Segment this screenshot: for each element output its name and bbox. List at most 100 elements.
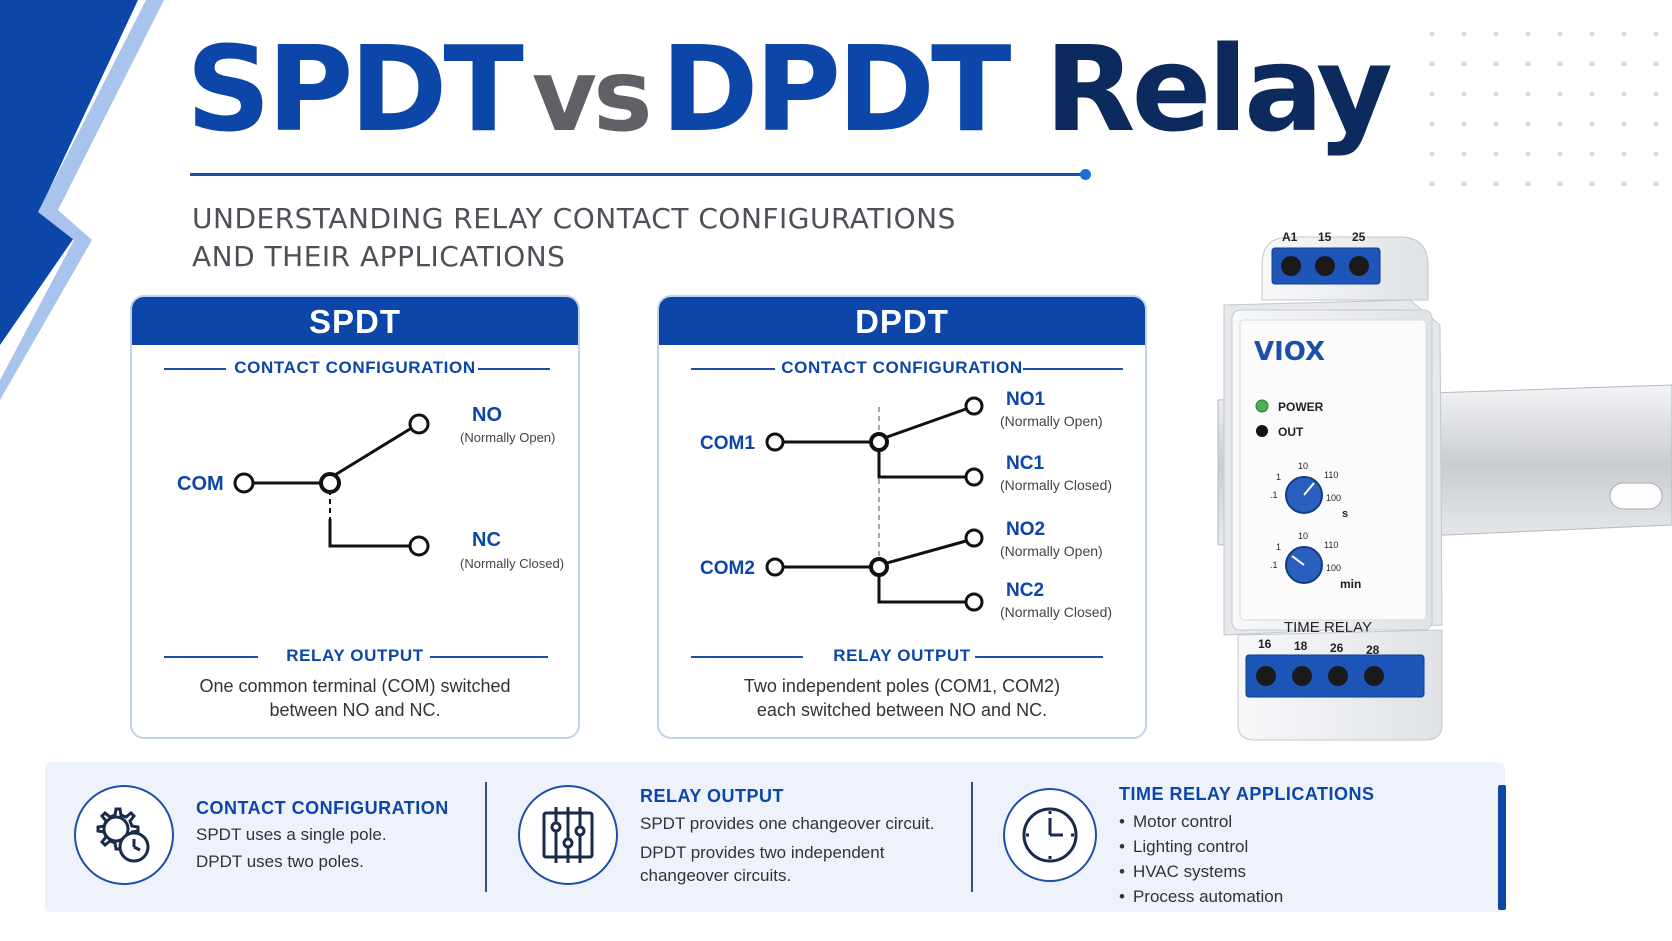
summary-output-line-1: SPDT provides one changeover circuit.	[640, 814, 935, 833]
dpdt-card-header: DPDT	[659, 297, 1145, 345]
spdt-nc-terminal	[408, 535, 430, 557]
dpdt-output-line-2: each switched between NO and NC.	[756, 700, 1048, 720]
decor-dot	[1557, 61, 1563, 67]
decor-dot	[1429, 121, 1435, 127]
title-relay: Relay	[1044, 20, 1393, 158]
title-underline	[190, 173, 1085, 176]
decor-dot	[1557, 181, 1563, 187]
summary-panel-accent	[1498, 785, 1506, 910]
dial2-label-100: 100	[1326, 563, 1341, 573]
spdt-card: SPDT CONTACT CONFIGURATION COM NO (Norma…	[130, 295, 580, 739]
relay-brand: VIOX	[1254, 337, 1325, 367]
dpdt-no2-desc: (Normally Open)	[1000, 543, 1103, 559]
spdt-card-header: SPDT	[132, 297, 578, 345]
decor-dot	[1429, 181, 1435, 187]
dpdt-config-rule-left	[691, 368, 775, 370]
decor-dot	[1589, 151, 1595, 157]
relay-bottom-terminal-block: 16 18 26 28	[1237, 629, 1443, 741]
time-relay-illustration: A1 15 25 VIOX POWER OUT 1 10 110 .1 100 …	[1217, 230, 1672, 741]
title-vs: vs	[531, 37, 653, 154]
dpdt-output-label: RELAY OUTPUT	[833, 646, 971, 665]
dial2-label-10: 10	[1298, 531, 1308, 541]
power-led-label: POWER	[1278, 400, 1324, 414]
out-led-icon	[1256, 425, 1268, 437]
decor-dot	[1525, 31, 1531, 37]
spdt-output-text: One common terminal (COM) switched betwe…	[132, 674, 578, 722]
dpdt-pole2-pivot	[869, 557, 889, 577]
decor-dot	[1589, 61, 1595, 67]
subtitle-line-2: AND THEIR APPLICATIONS	[192, 240, 566, 273]
dot-pattern-decoration	[1429, 31, 1659, 187]
decor-dot	[1461, 151, 1467, 157]
spdt-output-line-1: One common terminal (COM) switched	[199, 676, 511, 696]
dpdt-com1-terminal	[765, 432, 785, 452]
dial1-label-1: 1	[1276, 472, 1281, 482]
decor-dot	[1525, 121, 1531, 127]
decor-dot	[1429, 91, 1435, 97]
spdt-com-label: COM	[177, 473, 224, 495]
dpdt-nc1-label: NC1	[1006, 453, 1044, 474]
decor-dot	[1589, 181, 1595, 187]
spdt-no-label: NO	[472, 404, 502, 426]
decor-dot	[1461, 181, 1467, 187]
list-item: HVAC systems	[1119, 859, 1283, 884]
dpdt-nc1-desc: (Normally Closed)	[1000, 477, 1112, 493]
spdt-switch-arm	[329, 427, 411, 480]
decor-dot	[1461, 91, 1467, 97]
dpdt-no1-label: NO1	[1006, 389, 1046, 410]
decor-dot	[1461, 61, 1467, 67]
dpdt-com2-terminal	[765, 557, 785, 577]
spdt-config-rule-left	[164, 368, 226, 370]
spdt-no-desc: (Normally Open)	[460, 430, 555, 445]
subtitle-line-1: UNDERSTANDING RELAY CONTACT CONFIGURATIO…	[192, 202, 956, 235]
dial1-label-10: 10	[1298, 461, 1308, 471]
decor-dot	[1589, 91, 1595, 97]
decor-dot	[1525, 181, 1531, 187]
decor-dot	[1461, 31, 1467, 37]
dpdt-output-line-1: Two independent poles (COM1, COM2)	[743, 676, 1061, 696]
title-spdt: SPDT	[186, 20, 524, 158]
decor-dot	[1621, 31, 1627, 37]
relay-circuit-icon	[518, 785, 618, 885]
dpdt-config-rule-right	[1023, 368, 1123, 370]
dpdt-nc2-label: NC2	[1006, 580, 1044, 601]
summary-apps-list: Motor control Lighting control HVAC syst…	[1119, 809, 1283, 909]
decor-dot	[1653, 61, 1659, 67]
dial2-label-point1: .1	[1270, 560, 1278, 570]
dpdt-nc2-desc: (Normally Closed)	[1000, 604, 1112, 620]
decor-dot	[1429, 151, 1435, 157]
spdt-nc-desc: (Normally Closed)	[460, 556, 564, 571]
dpdt-contact-diagram: COM1 COM2 NO1 (Normally Open) NC1 (Norma…	[700, 389, 1112, 620]
terminal-16-label: 16	[1258, 637, 1272, 651]
dpdt-output-text: Two independent poles (COM1, COM2) each …	[659, 674, 1145, 722]
relay-housing	[1223, 299, 1443, 636]
summary-config-line-2: DPDT uses two poles.	[196, 852, 364, 871]
spdt-no-terminal	[408, 413, 430, 435]
decor-dot	[1429, 31, 1435, 37]
summary-output-heading: RELAY OUTPUT	[640, 786, 785, 806]
decor-dot	[1621, 61, 1627, 67]
decor-dot	[1557, 31, 1563, 37]
gear-clock-icon	[74, 785, 174, 885]
decor-dot	[1493, 181, 1499, 187]
decor-dot	[1653, 151, 1659, 157]
dial2-label-1: 1	[1276, 542, 1281, 552]
summary-config-heading: CONTACT CONFIGURATION	[196, 798, 449, 818]
decor-dot	[1493, 151, 1499, 157]
out-led-label: OUT	[1278, 425, 1304, 439]
relay-device-label: TIME RELAY	[1284, 619, 1372, 636]
dpdt-no1-desc: (Normally Open)	[1000, 413, 1103, 429]
dial1-label-100: 100	[1326, 493, 1341, 503]
terminal-28-label: 28	[1366, 643, 1380, 657]
terminal-25-label: 25	[1352, 230, 1366, 244]
decor-dot	[1653, 181, 1659, 187]
terminal-26-label: 26	[1330, 641, 1344, 655]
page-subtitle: UNDERSTANDING RELAY CONTACT CONFIGURATIO…	[192, 200, 956, 276]
terminal-18-label: 18	[1294, 639, 1308, 653]
list-item: Lighting control	[1119, 834, 1283, 859]
decor-dot	[1493, 31, 1499, 37]
dial1-label-point1: .1	[1270, 490, 1278, 500]
spdt-com-terminal	[233, 472, 255, 494]
dpdt-output-rule-left	[691, 656, 803, 658]
spdt-pivot	[319, 472, 341, 494]
